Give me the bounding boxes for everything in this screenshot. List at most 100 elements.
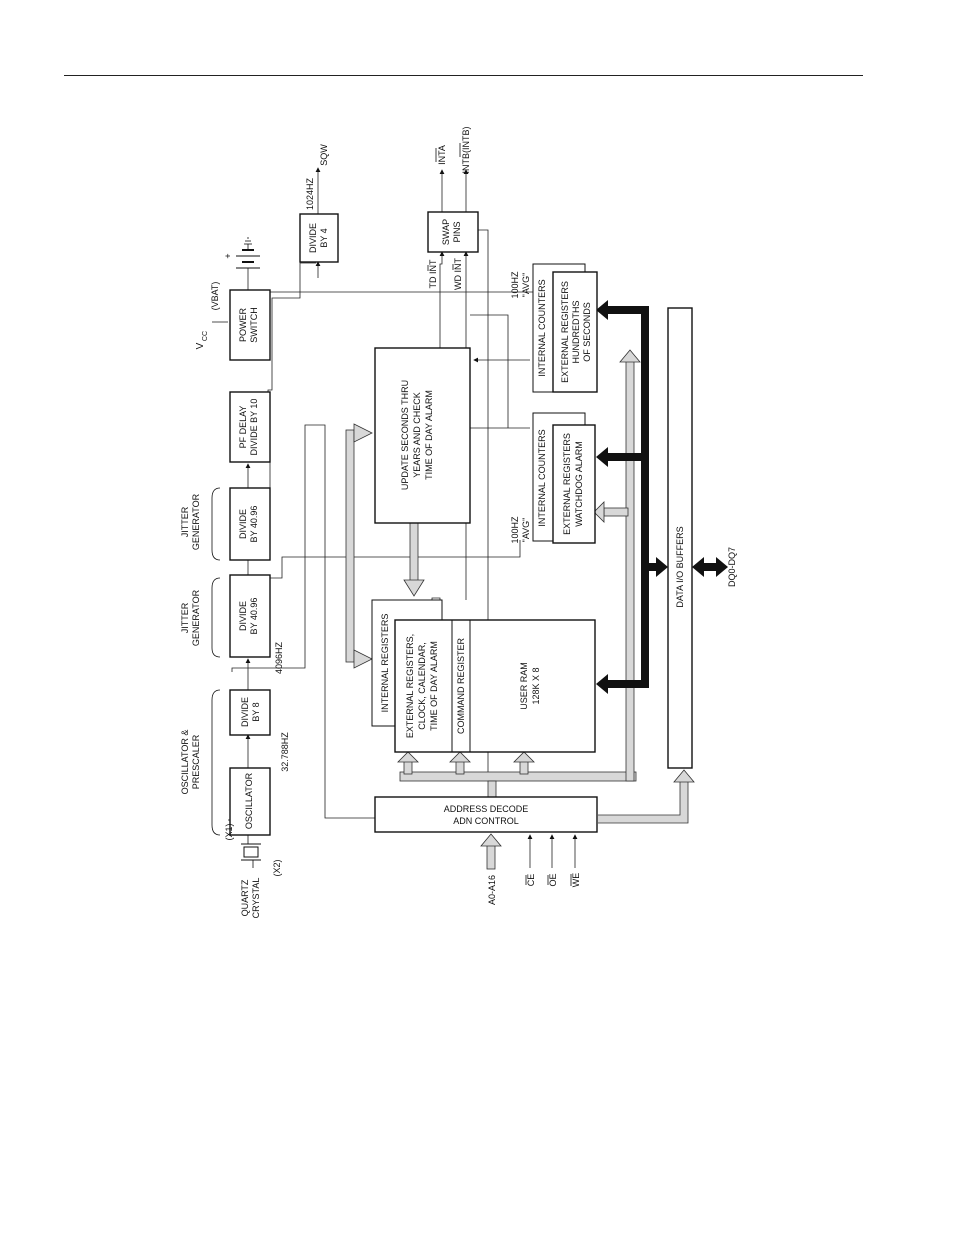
label-quartz-1: QUARTZ [240, 879, 250, 916]
wire-4096-tap [231, 424, 375, 819]
divide8-line1: DIVIDE [240, 697, 250, 727]
pfdelay-line1: PF DELAY [238, 406, 248, 449]
label-sqw: SQW [319, 144, 329, 166]
bracket-osc [211, 689, 221, 836]
label-intb: INTB(INTB) [461, 127, 471, 174]
label-td-int: TD INT [428, 259, 438, 288]
bracket-jitter-a [211, 577, 221, 658]
bus-arrow-hund-data [596, 300, 608, 320]
swap-line2: PINS [452, 221, 462, 242]
block-hundredths-registers: EXTERNAL REGISTERS HUNDREDTHS OF SECONDS [552, 271, 598, 393]
watchdog-line1: EXTERNAL REGISTERS [562, 433, 572, 535]
update-line1: UPDATE SECONDS THRU [400, 380, 410, 490]
bus-arrow-cmd [449, 751, 471, 763]
wire-int-regs [431, 597, 441, 600]
bus-data-hund [608, 306, 649, 314]
addrdecode-line2: ADN CONTROL [453, 816, 519, 826]
div4-line1: DIVIDE [308, 223, 318, 253]
hund-line2: HUNDREDTHS [571, 301, 581, 364]
bus-ram-horizontal [399, 771, 637, 782]
div4096b-line2: BY 40.96 [249, 506, 259, 543]
swap-line1: SWAP [441, 219, 451, 245]
power-line1: POWER [238, 308, 248, 343]
extregs-line3: TIME OF DAY ALARM [429, 641, 439, 731]
addrdecode-line1: ADDRESS DECODE [444, 804, 529, 814]
wires [212, 167, 578, 868]
bus-data-ram [608, 680, 649, 688]
label-100hz-a-1: 100HZ [510, 516, 520, 544]
label-vcc: V [195, 342, 206, 349]
block-divide-4096-a: DIVIDE BY 40.96 [229, 574, 271, 658]
header-rule [64, 75, 863, 76]
label-x1: (X1) [224, 823, 234, 840]
label-osc-prescaler-1: OSCILLATOR & [180, 730, 190, 795]
wire-to-div4 [267, 262, 316, 392]
label-1024hz: 1024HZ [305, 177, 315, 210]
bus-data-wd [608, 453, 649, 461]
wire-td-int [439, 251, 445, 348]
userram-line1: USER RAM [519, 662, 529, 710]
pfdelay-line2: DIVIDE BY 10 [249, 399, 259, 456]
label-quartz-2: CRYSTAL [251, 878, 261, 919]
block-ram-group: EXTERNAL REGISTERS, CLOCK, CALENDAR, TIM… [394, 619, 596, 753]
label-vcc-sub: CC [202, 331, 209, 341]
bus-a0a16 [486, 842, 496, 870]
bus-right-vertical [625, 357, 635, 782]
block-oscillator: OSCILLATOR [229, 767, 271, 836]
bus-arrow-ram [513, 751, 535, 763]
intregs-label: INTERNAL REGISTERS [380, 614, 390, 713]
block-pf-delay: PF DELAY DIVIDE BY 10 [229, 391, 271, 463]
label-4096hz: 4096HZ [274, 641, 284, 674]
label-100hz-a-2: "AVG" [521, 518, 531, 543]
wire-b-up [267, 459, 271, 490]
label-dq: DQ0-DQ7 [727, 547, 737, 587]
divide8-line2: BY 8 [251, 702, 261, 721]
bus-arrow-wd [593, 501, 605, 523]
internal-buses [345, 349, 695, 870]
label-vbat: (VBAT) [210, 282, 220, 311]
bus-arrow-update [353, 423, 373, 443]
bus-arrow-ext [397, 751, 419, 763]
bus-arrow-ram-data [596, 674, 608, 694]
label-wd-int: WD INT [453, 258, 463, 290]
bus-dq [703, 563, 717, 571]
update-line3: TIME OF DAY ALARM [424, 390, 434, 480]
label-x2: (X2) [272, 859, 282, 876]
oscillator-label: OSCILLATOR [244, 772, 254, 829]
bus-addr-data [598, 779, 689, 824]
intcounters-a-label: INTERNAL COUNTERS [537, 429, 547, 526]
quartz-crystal-symbol [241, 835, 261, 868]
overbars [427, 143, 572, 886]
div4-line2: BY 4 [319, 228, 329, 247]
bus-data-vertical [641, 310, 649, 688]
bus-arrow-a0a16 [480, 833, 502, 847]
bracket-jitter-b [211, 487, 221, 561]
update-line2: YEARS AND CHECK [412, 392, 422, 478]
div4096a-line1: DIVIDE [238, 601, 248, 631]
wire-swap-ctrl [478, 229, 489, 775]
hund-line3: OF SECONDS [582, 302, 592, 362]
bus-arrow-dq-right [716, 557, 728, 577]
bus-arrow-data [673, 769, 695, 783]
bus-ram-addr [487, 780, 497, 798]
label-jitter-b-2: GENERATOR [191, 493, 201, 550]
label-100hz-b-2: "AVG" [521, 273, 531, 298]
bus-arrow-wd-data [596, 447, 608, 467]
wire-counter-link [470, 314, 509, 428]
userram-line2: 128K X 8 [531, 667, 541, 704]
block-divide-by-4: DIVIDE BY 4 [299, 213, 339, 263]
data-buses [596, 300, 728, 694]
watchdog-line2: WATCHDOG ALARM [574, 441, 584, 527]
wire-wd-update [469, 420, 530, 429]
label-a0-a16: A0-A16 [487, 875, 497, 905]
block-divide-4096-b: DIVIDE BY 40.96 [229, 487, 271, 561]
power-line2: SWITCH [249, 307, 259, 343]
bus-wd-branch [603, 507, 629, 517]
label-ce: CE [526, 874, 536, 887]
label-plus: + [223, 253, 233, 258]
label-32788hz: 32.788HZ [280, 732, 290, 772]
brackets [211, 487, 221, 836]
block-power-switch: POWER SWITCH [229, 289, 271, 361]
